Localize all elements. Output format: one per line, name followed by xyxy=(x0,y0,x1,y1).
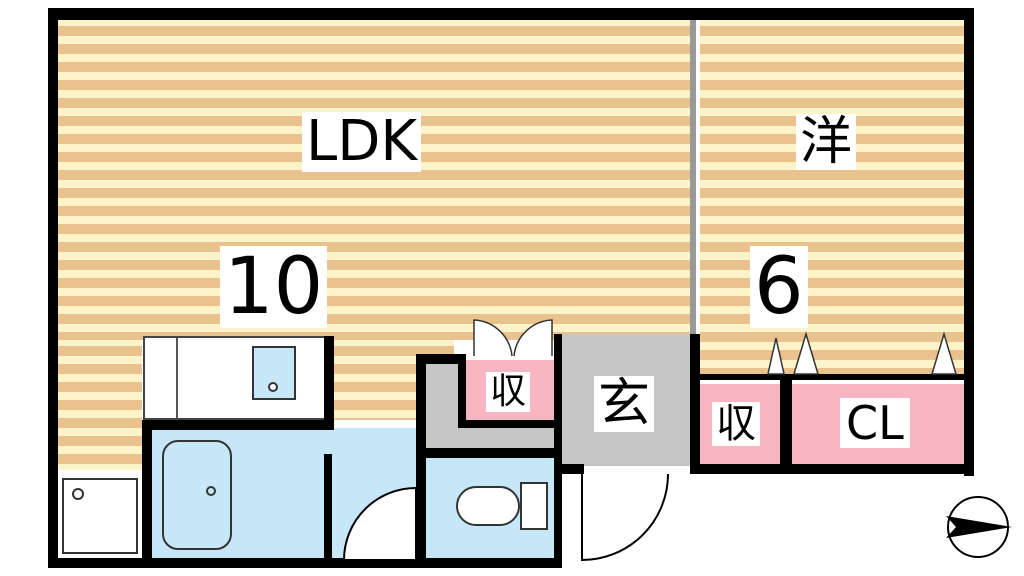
room-label-storage-right: 収 xyxy=(712,402,760,446)
outer-wall-bottom-right xyxy=(690,464,974,474)
wall-bath-left xyxy=(142,420,152,568)
wall-storage-right-divider xyxy=(780,374,792,468)
wall-hall-top xyxy=(416,354,466,364)
western-room-floor xyxy=(700,20,966,380)
room-label-storage-center: 収 xyxy=(486,372,531,412)
kitchen-drain-icon xyxy=(268,382,278,392)
closet-door-icon xyxy=(767,331,958,375)
ldk-floor-lower xyxy=(58,340,142,470)
outer-wall-right xyxy=(964,8,974,476)
wall-kitchen-side xyxy=(324,336,334,430)
wall-storage-left xyxy=(458,354,466,426)
entrance-door-icon xyxy=(581,473,669,562)
outer-wall-top xyxy=(48,8,972,20)
bathroom-floor xyxy=(150,428,330,560)
washroom-door-icon xyxy=(342,487,417,561)
wall-ldk-right-stub xyxy=(964,338,974,378)
outer-wall-left xyxy=(48,8,58,568)
room-label-ldk: LDK xyxy=(302,112,422,172)
wall-hall-left xyxy=(416,354,426,568)
room-label-western: 洋 xyxy=(796,114,857,170)
entrance-wall-bottom xyxy=(556,464,584,474)
wall-closet-top xyxy=(696,374,968,380)
partition-western-lower xyxy=(690,334,700,474)
wall-storage-bottom xyxy=(458,420,558,428)
outer-wall-bottom-left xyxy=(48,558,562,568)
toilet-tank-icon xyxy=(520,482,548,530)
kitchen-counter-divider xyxy=(176,338,178,418)
room-label-closet: CL xyxy=(840,398,910,448)
ldk-floor xyxy=(58,20,690,340)
storage-door-icon xyxy=(473,319,553,357)
partition-ldk-western xyxy=(690,20,696,340)
wall-bath-wash xyxy=(324,454,332,560)
wall-toilet-top xyxy=(416,448,562,458)
wall-toilet-right xyxy=(554,334,562,568)
toilet-bowl-icon xyxy=(456,486,520,526)
kitchen-counter xyxy=(143,336,326,420)
room-size-ldk: 10 xyxy=(220,246,328,328)
room-label-entrance: 玄 xyxy=(594,376,655,432)
bathtub-icon xyxy=(162,440,232,550)
washer-drain-icon xyxy=(72,488,84,500)
wall-bath-top xyxy=(142,420,334,430)
north-arrow-icon xyxy=(946,496,1012,558)
bathtub-drain-icon xyxy=(206,486,216,496)
room-size-western: 6 xyxy=(750,246,808,328)
